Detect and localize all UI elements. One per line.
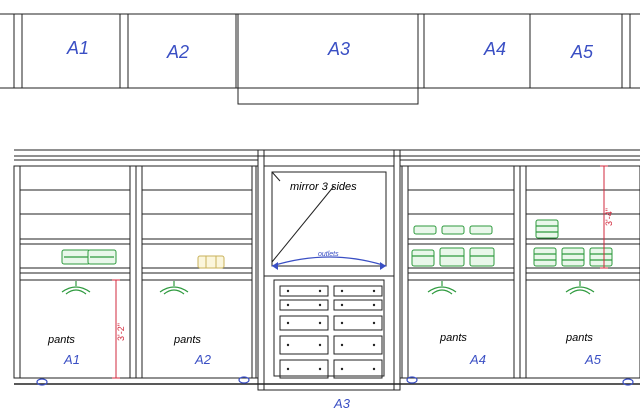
closet-bay-a5 xyxy=(519,165,640,379)
lower-label-a2: A2 xyxy=(194,352,212,367)
shoe-pair-a1 xyxy=(61,249,117,265)
pants-label-a4: pants xyxy=(439,332,467,344)
center-tower-a3 xyxy=(257,149,401,391)
lower-label-a4: A4 xyxy=(469,352,486,367)
folded-stack-a4 xyxy=(411,225,495,267)
mirror-note: mirror 3 sides xyxy=(290,181,357,193)
upper-cabinet-a4 xyxy=(417,13,531,89)
hanger-a2 xyxy=(159,281,189,295)
pants-label-a1: pants xyxy=(47,334,75,346)
folded-stack-a5 xyxy=(533,219,613,267)
hanger-a1 xyxy=(61,281,91,295)
upper-label-a4: A4 xyxy=(483,39,506,59)
outlets-arc xyxy=(271,256,387,267)
lower-label-a5: A5 xyxy=(584,352,602,367)
dimension-right: 3'-4" xyxy=(600,165,614,269)
upper-label-a1: A1 xyxy=(66,38,89,58)
upper-label-a5: A5 xyxy=(570,42,594,62)
closet-bay-a1 xyxy=(13,165,137,379)
pants-label-a2: pants xyxy=(173,334,201,346)
upper-label-a3: A3 xyxy=(327,39,350,59)
lower-label-a3: A3 xyxy=(333,396,351,411)
dimension-right-label: 3'-4" xyxy=(604,208,614,226)
upper-cabinet-a5 xyxy=(529,13,631,89)
hanger-a4 xyxy=(427,281,457,295)
upper-label-a2: A2 xyxy=(166,42,189,62)
pants-label-a5: pants xyxy=(565,332,593,344)
closet-bay-a2 xyxy=(135,165,257,379)
hanger-a5 xyxy=(565,281,595,295)
upper-cabinet-a3 xyxy=(237,13,419,105)
upper-cabinet-row: A1 A2 A3 A4 A5 xyxy=(0,13,640,105)
dimension-left-label: 3'-2" xyxy=(116,323,126,341)
lower-closet-unit xyxy=(13,149,640,391)
drawer-grid xyxy=(279,285,383,379)
upper-cabinet-a2 xyxy=(127,13,237,89)
floor-outlet-symbols xyxy=(36,376,634,386)
shoe-pair-a2 xyxy=(197,255,225,269)
outlets-note: outlets xyxy=(318,251,339,258)
drawer-stack xyxy=(273,279,385,377)
lower-label-a1: A1 xyxy=(63,352,80,367)
closet-bay-a4 xyxy=(401,165,521,379)
dimension-left: 3'-2" xyxy=(112,279,126,379)
